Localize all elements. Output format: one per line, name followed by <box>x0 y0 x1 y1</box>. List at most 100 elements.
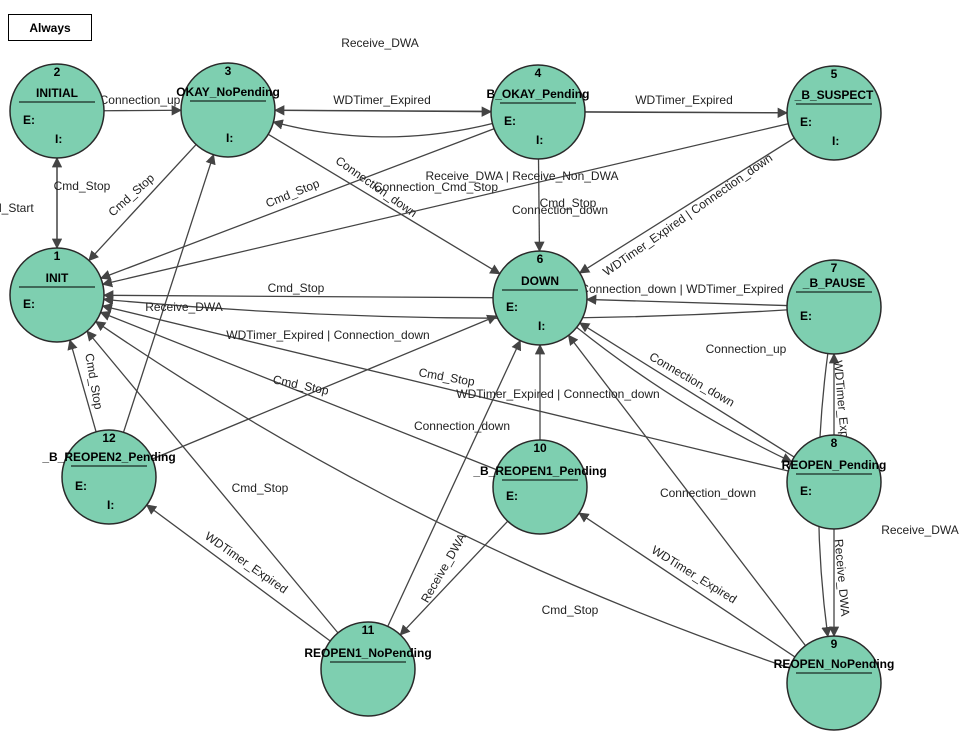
transition-label: Connection_Cmd_Stop <box>374 180 498 194</box>
transition-arrow <box>578 322 795 458</box>
state-internal-label: I: <box>538 319 545 333</box>
transition-label: Receive_DWA <box>341 36 419 50</box>
transition-arrow <box>67 339 97 432</box>
state-entry-label: E: <box>800 484 812 498</box>
state-number: 6 <box>537 252 544 266</box>
transition-arrow <box>578 512 796 658</box>
state-number: 10 <box>533 441 547 455</box>
transition-label: WDTimer_Expired <box>649 543 739 607</box>
state-name: B_OKAY_Pending <box>487 87 590 101</box>
transition-arrow <box>102 290 494 301</box>
state-name: _B_SUSPECT <box>794 88 874 102</box>
state-circle[interactable] <box>61 429 157 525</box>
state-name: REOPEN_NoPending <box>774 657 895 671</box>
state-entry-label: E: <box>506 300 518 314</box>
state-number: 3 <box>225 64 232 78</box>
transition-label: Cmd_Stop <box>82 352 106 411</box>
transition-arrow <box>399 520 509 636</box>
state-name: _B_REOPEN2_Pending <box>41 450 175 464</box>
state-circle[interactable] <box>180 62 276 158</box>
transition-arrow <box>534 158 545 253</box>
state-circle[interactable] <box>320 621 416 717</box>
transition-label: Cmd_Stop <box>232 481 289 495</box>
transition-label: WDTimer_Expired | Connection_down <box>226 328 429 342</box>
transition-label: Cmd_Start <box>0 201 34 215</box>
transition-label: Receive_DWA <box>145 300 223 314</box>
state-circle[interactable] <box>786 259 882 355</box>
transition-label: WDTimer_Expired | Connection_down <box>600 151 775 279</box>
transition-label: Cmd_Stop <box>542 603 599 617</box>
state-internal-label: I: <box>832 134 839 148</box>
state-name: INITIAL <box>36 86 78 100</box>
state-entry-label: E: <box>23 113 35 127</box>
state-number: 2 <box>54 65 61 79</box>
state-name: REOPEN1_NoPending <box>304 646 431 660</box>
transition-label: Connection_up <box>706 342 787 356</box>
transition-label: Cmd_Stop <box>54 179 111 193</box>
transition-label: Connection_down <box>647 349 737 409</box>
transition-arrow <box>152 314 498 460</box>
transition-arrow <box>94 320 790 669</box>
state-entry-label: E: <box>800 115 812 129</box>
transition-label: WDTimer_Expired <box>202 529 290 596</box>
transition-label: Receive_DWA <box>832 538 853 617</box>
state-circle[interactable] <box>490 64 586 160</box>
state-entry-label: E: <box>800 309 812 323</box>
transition-label: WDTimer_Expired <box>333 93 431 107</box>
state-circle[interactable] <box>9 63 105 159</box>
transition-arrow <box>101 303 789 472</box>
transition-label: WDTimer_Expired | Connection_down <box>456 387 659 401</box>
state-number: 4 <box>535 66 542 80</box>
transition-label: Connection_down <box>512 203 608 217</box>
state-number: 7 <box>831 261 838 275</box>
state-entry-label: E: <box>75 479 87 493</box>
transition-arrow <box>99 128 495 280</box>
state-internal-label: I: <box>536 133 543 147</box>
transition-arrow <box>578 137 795 274</box>
state-circle[interactable] <box>786 65 882 161</box>
state-circle[interactable] <box>786 635 882 731</box>
state-circle[interactable] <box>492 250 588 346</box>
transition-label: Cmd_Stop <box>418 365 477 389</box>
transition-label: Receive_DWA | Receive_Non_DWA <box>426 169 619 183</box>
transition-label: Cmd_Stop <box>268 281 325 295</box>
transition-label: Receive_DWA <box>418 531 469 605</box>
state-node[interactable]: 5 _B_SUSPECT E: I: <box>786 65 882 161</box>
transition-label: WDTimer_Expired <box>635 93 733 107</box>
transition-arrow <box>99 310 497 471</box>
state-circle[interactable] <box>9 247 105 343</box>
state-name: _B_REOPEN1_Pending <box>472 464 606 478</box>
transition-arrow <box>86 330 339 634</box>
state-circle[interactable] <box>492 439 588 535</box>
transition-arrow <box>267 133 501 275</box>
state-number: 5 <box>831 67 838 81</box>
transition-label: Receive_DWA <box>881 523 959 537</box>
state-number: 12 <box>102 431 116 445</box>
transition-arrow <box>387 339 522 627</box>
transition-label: Cmd_Stop <box>272 372 331 398</box>
transition-label: Cmd_Stop <box>540 196 597 210</box>
state-name: OKAY_NoPending <box>176 85 280 99</box>
state-entry-label: E: <box>504 114 516 128</box>
state-name: DOWN <box>521 274 559 288</box>
state-number: 1 <box>54 249 61 263</box>
state-entry-label: E: <box>506 489 518 503</box>
transition-arrow <box>88 144 197 262</box>
state-circle[interactable] <box>786 434 882 530</box>
transition-arrow <box>585 294 788 307</box>
transition-label: Connection_up <box>100 93 181 107</box>
state-number: 9 <box>831 637 838 651</box>
transition-arrow <box>567 334 806 647</box>
